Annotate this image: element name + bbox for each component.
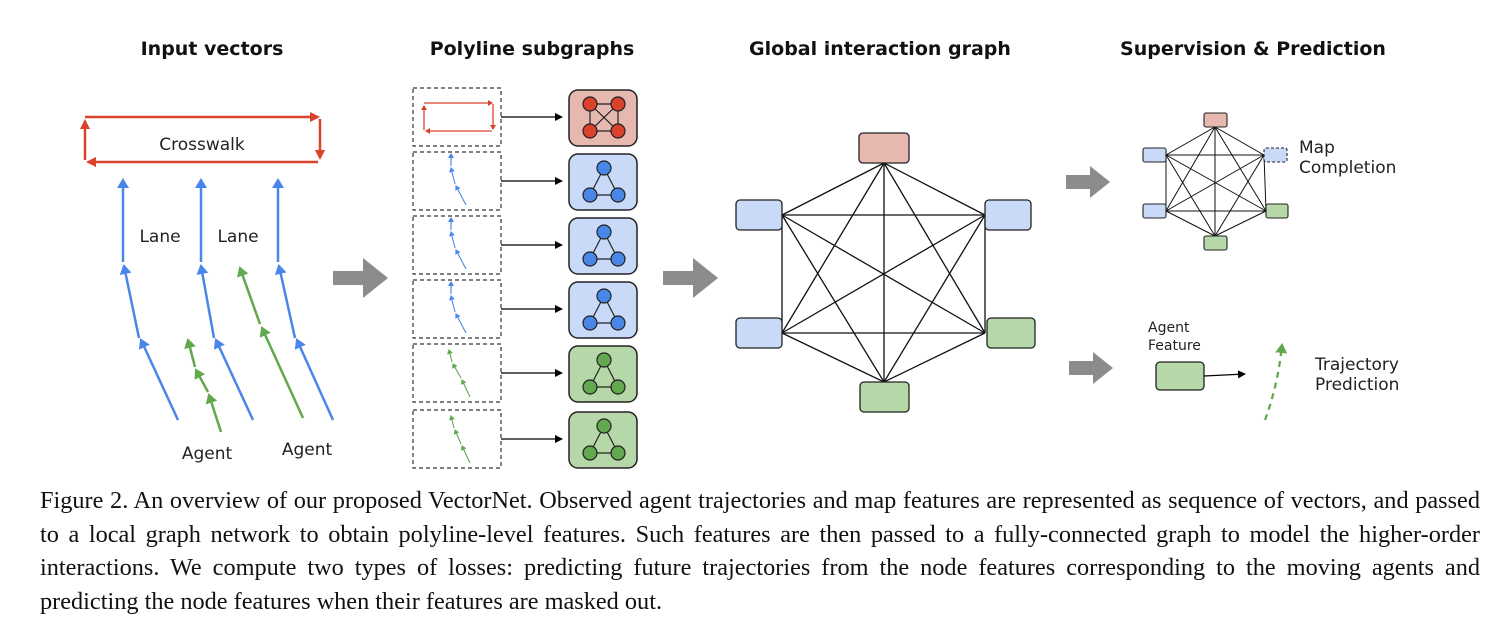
map-completion-label-line1: Map [1299, 138, 1335, 158]
trajectory-prediction-curve [1263, 343, 1288, 421]
title-input-vectors: Input vectors [141, 38, 284, 60]
agent-polylines [184, 266, 305, 433]
agent-label-2: Agent [282, 440, 333, 460]
agent-label-1: Agent [182, 444, 233, 464]
agent-feature-label-line1: Agent [1148, 320, 1190, 336]
global-node-agent-1 [986, 317, 1036, 349]
flow-arrow-1 [333, 258, 388, 298]
subgraph-row-lane-1 [412, 151, 638, 211]
global-node-crosswalk [858, 132, 910, 164]
masked-node [1263, 147, 1288, 163]
map-completion-graph [1142, 112, 1289, 251]
figure-caption: Figure 2. An overview of our proposed Ve… [40, 487, 1480, 615]
global-graph [735, 132, 1036, 413]
global-node-agent-2 [859, 381, 910, 413]
flow-arrow-2 [663, 258, 718, 298]
agent-feature-arrow [1203, 370, 1246, 379]
subgraph-row-crosswalk [412, 87, 638, 147]
agent-feature-node [1155, 361, 1205, 391]
trajectory-label-line2: Prediction [1315, 375, 1399, 395]
crosswalk-polyline [80, 112, 325, 167]
subgraph-row-agent-2 [412, 409, 638, 469]
flow-arrow-3 [1066, 166, 1110, 198]
agent-feature-label-line2: Feature [1148, 338, 1201, 354]
global-node-lane-1 [735, 199, 783, 231]
flow-arrow-4 [1069, 352, 1113, 384]
trajectory-label-line1: Trajectory [1314, 355, 1399, 375]
subgraph-row-agent-1 [412, 343, 638, 403]
title-supervision-prediction: Supervision & Prediction [1120, 38, 1386, 60]
crosswalk-label: Crosswalk [159, 135, 245, 155]
lane-label-2: Lane [217, 227, 258, 247]
title-global-interaction-graph: Global interaction graph [749, 38, 1011, 60]
subgraph-row-lane-3 [412, 279, 638, 339]
lane-label-1: Lane [139, 227, 180, 247]
lane-polylines [117, 178, 335, 421]
map-completion-label-line2: Completion [1299, 158, 1396, 178]
vectornet-diagram: Input vectors Polyline subgraphs Global … [80, 38, 1399, 469]
global-node-lane-3 [735, 317, 783, 349]
subgraph-row-lane-2 [412, 215, 638, 275]
global-node-lane-2 [984, 199, 1032, 231]
title-polyline-subgraphs: Polyline subgraphs [430, 38, 635, 60]
